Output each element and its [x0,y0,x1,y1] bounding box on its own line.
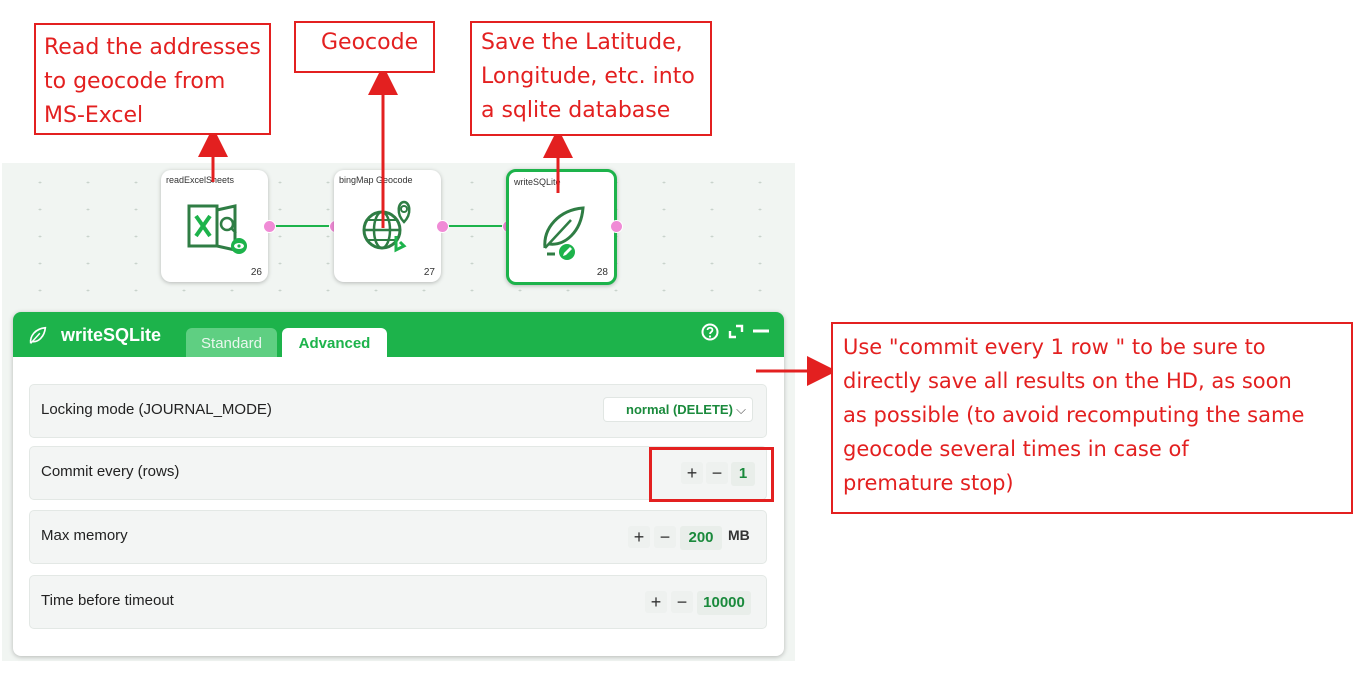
timeout-decrement-button[interactable]: − [671,591,693,613]
max-memory-row: Max memory + − 200 MB [30,511,766,563]
node-number: 26 [250,267,262,278]
output-port[interactable] [610,220,623,233]
max-memory-label: Max memory [41,527,128,544]
annotation-save: Save the Latitude, Longitude, etc. into … [470,21,712,136]
node-number: 27 [423,267,435,278]
feather-edit-icon [543,206,585,260]
annotation-line: to geocode from [44,69,226,94]
timeout-row: Time before timeout + − 10000 [30,576,766,628]
annotation-line: geocode several times in case of [843,437,1189,461]
annotation-line: premature stop) [843,471,1014,495]
timeout-input[interactable]: 10000 [697,591,751,615]
node-title: bingMap Geocode [339,175,413,185]
annotation-line: as possible (to avoid recomputing the sa… [843,403,1305,427]
annotation-line: directly save all results on the HD, as … [843,369,1292,393]
panel-header: writeSQLite Standard Advanced [13,312,784,357]
commit-increment-button[interactable]: + [681,462,703,484]
commit-every-row: Commit every (rows) + − 1 [30,447,766,499]
node-write-sqlite[interactable]: writeSQLite 28 [506,169,617,285]
settings-panel: writeSQLite Standard Advanced Locking mo… [13,312,784,656]
connection-2-3 [442,225,508,227]
expand-icon[interactable] [726,322,746,342]
feather-icon [29,326,47,344]
commit-highlight-box [649,447,774,502]
annotation-geocode: Geocode [294,21,435,73]
memory-increment-button[interactable]: + [628,526,650,548]
tab-advanced[interactable]: Advanced [282,328,387,357]
commit-every-label: Commit every (rows) [41,463,180,480]
memory-decrement-button[interactable]: − [654,526,676,548]
commit-decrement-button[interactable]: − [706,462,728,484]
help-icon[interactable] [700,322,720,342]
node-title: readExcelSheets [166,175,235,185]
minimize-icon[interactable] [751,322,771,342]
node-number: 28 [596,267,608,278]
annotation-line: MS-Excel [44,103,144,128]
memory-unit: MB [728,527,750,543]
locking-mode-select[interactable]: normal (DELETE) ⌵ [604,398,752,421]
node-read-excel-sheets[interactable]: readExcelSheets 26 [161,170,268,282]
locking-mode-value: normal (DELETE) [626,402,733,417]
locking-mode-label: Locking mode (JOURNAL_MODE) [41,401,272,418]
annotation-line: a sqlite database [481,98,671,123]
max-memory-input[interactable]: 200 [680,526,722,550]
output-port[interactable] [263,220,276,233]
tab-standard[interactable]: Standard [186,328,277,357]
timeout-increment-button[interactable]: + [645,591,667,613]
chevron-down-icon: ⌵ [736,402,746,417]
annotation-line: Use "commit every 1 row " to be sure to [843,335,1266,359]
annotation-line: Longitude, etc. into [481,64,695,89]
excel-read-icon [187,204,247,254]
annotation-read-excel: Read the addresses to geocode from MS-Ex… [34,23,271,135]
locking-mode-row: Locking mode (JOURNAL_MODE) normal (DELE… [30,385,766,437]
annotation-commit: Use "commit every 1 row " to be sure to … [831,322,1353,514]
commit-every-input[interactable]: 1 [731,462,755,486]
connection-1-2 [269,225,335,227]
node-title: writeSQLite [514,177,561,187]
annotation-line: Read the addresses [44,35,261,60]
panel-title: writeSQLite [61,325,162,345]
output-port[interactable] [436,220,449,233]
node-bingmap-geocode[interactable]: bingMap Geocode 27 [334,170,441,282]
annotation-line: Geocode [321,30,419,55]
timeout-label: Time before timeout [41,592,174,609]
annotation-line: Save the Latitude, [481,30,683,55]
